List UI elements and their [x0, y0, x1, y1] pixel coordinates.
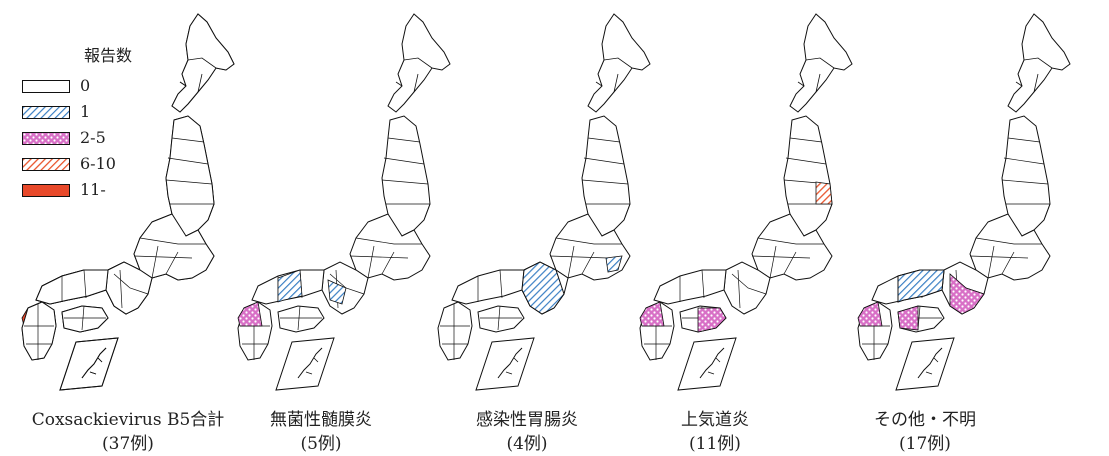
region-shikoku-pink [897, 305, 919, 331]
region-tohoku-orange [815, 181, 833, 205]
legend-item-4: 11- [22, 180, 162, 202]
caption-meningitis: 無菌性髄膜炎 (5例) [246, 408, 396, 456]
caption-title: その他・不明 [874, 410, 976, 430]
map-other [857, 13, 1071, 391]
region-kyushu-pink [857, 301, 883, 327]
caption-count: (4例) [506, 434, 548, 454]
region-chubu-blue [605, 255, 623, 273]
caption-count: (5例) [300, 434, 342, 454]
caption-count: (37例) [102, 434, 154, 454]
legend-swatch-red-solid [22, 184, 70, 197]
caption-title: 無菌性髄膜炎 [270, 410, 372, 430]
legend-label: 11- [80, 180, 106, 199]
legend-swatch-none [22, 80, 70, 93]
region-kyushu-pink [237, 301, 263, 327]
legend-swatch-pink-dots [22, 132, 70, 145]
legend: 報告数 0 1 2-5 6-10 11- [22, 38, 182, 218]
region-chugoku-blue [897, 269, 945, 303]
region-kinki-blue [521, 261, 565, 315]
legend-item-2: 2-5 [22, 128, 162, 150]
map-total [21, 13, 235, 391]
region-kyushu-pink [639, 301, 665, 327]
region-kinki-blue [327, 279, 347, 305]
legend-title: 報告数 [84, 46, 133, 65]
caption-title: 上気道炎 [681, 410, 749, 430]
map-meningitis [237, 13, 451, 391]
legend-item-1: 1 [22, 102, 162, 124]
caption-total: Coxsackievirus B5合計 (37例) [18, 408, 238, 456]
legend-label: 1 [80, 102, 91, 121]
caption-other: その他・不明 (17例) [850, 408, 1000, 456]
legend-item-0: 0 [22, 76, 162, 98]
map-upper-respiratory [639, 13, 853, 391]
region-shikoku-pink [697, 307, 727, 333]
region-kinki-pink [949, 273, 985, 315]
caption-title: 感染性胃腸炎 [476, 410, 578, 430]
legend-label: 0 [80, 76, 91, 95]
caption-count: (17例) [899, 434, 951, 454]
caption-upper-respiratory: 上気道炎 (11例) [650, 408, 780, 456]
caption-title: Coxsackievirus B5合計 [31, 410, 225, 430]
legend-label: 6-10 [80, 154, 116, 173]
legend-item-3: 6-10 [22, 154, 162, 176]
maps-canvas [21, 13, 1071, 391]
map-gastroenteritis [437, 13, 651, 391]
caption-count: (11例) [689, 434, 741, 454]
region-chugoku-blue [277, 269, 303, 303]
legend-label: 2-5 [80, 128, 106, 147]
legend-swatch-blue-hatch [22, 106, 70, 119]
legend-swatch-orange-hatch [22, 158, 70, 171]
caption-gastroenteritis: 感染性胃腸炎 (4例) [452, 408, 602, 456]
